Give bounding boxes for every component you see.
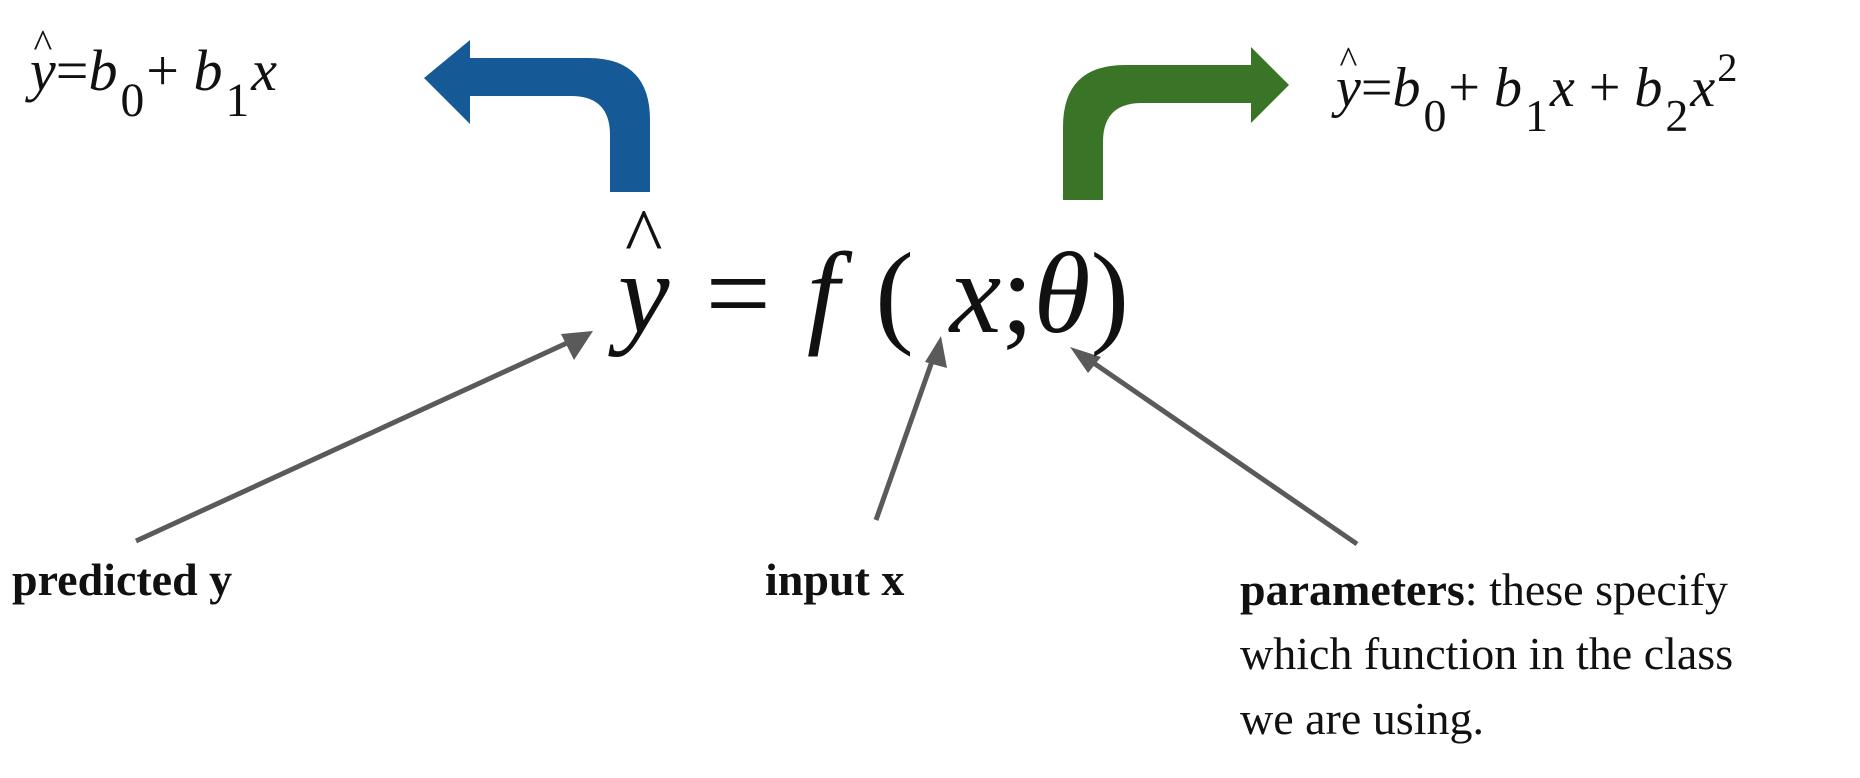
parameters-line-2: which function in the class (1240, 628, 1734, 680)
right-bent-arrow (1063, 47, 1289, 200)
input-arrowhead (925, 336, 947, 368)
parameters-line-1: parameters: these specify (1240, 564, 1728, 615)
predicted-arrowhead (561, 331, 593, 360)
y-hat-symbol: ^y (30, 21, 56, 103)
params-arrowhead (1070, 347, 1101, 373)
linear-model-equation: ^y=b0+ b1x (30, 21, 277, 128)
pointer-arrows (134, 334, 1359, 547)
input-x-label: input x (765, 554, 905, 605)
parameters-label: parameters: these specify which function… (1240, 558, 1840, 751)
predicted-pointer-arrow (134, 334, 582, 544)
parameters-line-3: we are using. (1240, 692, 1484, 744)
predicted-y-label: predicted y (12, 554, 233, 605)
left-bent-arrow (424, 40, 650, 192)
model-function-equation: ^y=f(x;θ) (618, 194, 1130, 358)
y-hat-symbol: ^y (618, 194, 670, 358)
params-pointer-arrow (1080, 352, 1359, 547)
y-hat-symbol: ^y (1336, 39, 1361, 119)
quadratic-model-equation: ^y=b0+ b1x + b2x2 (1336, 39, 1738, 142)
input-pointer-arrow (873, 349, 939, 521)
